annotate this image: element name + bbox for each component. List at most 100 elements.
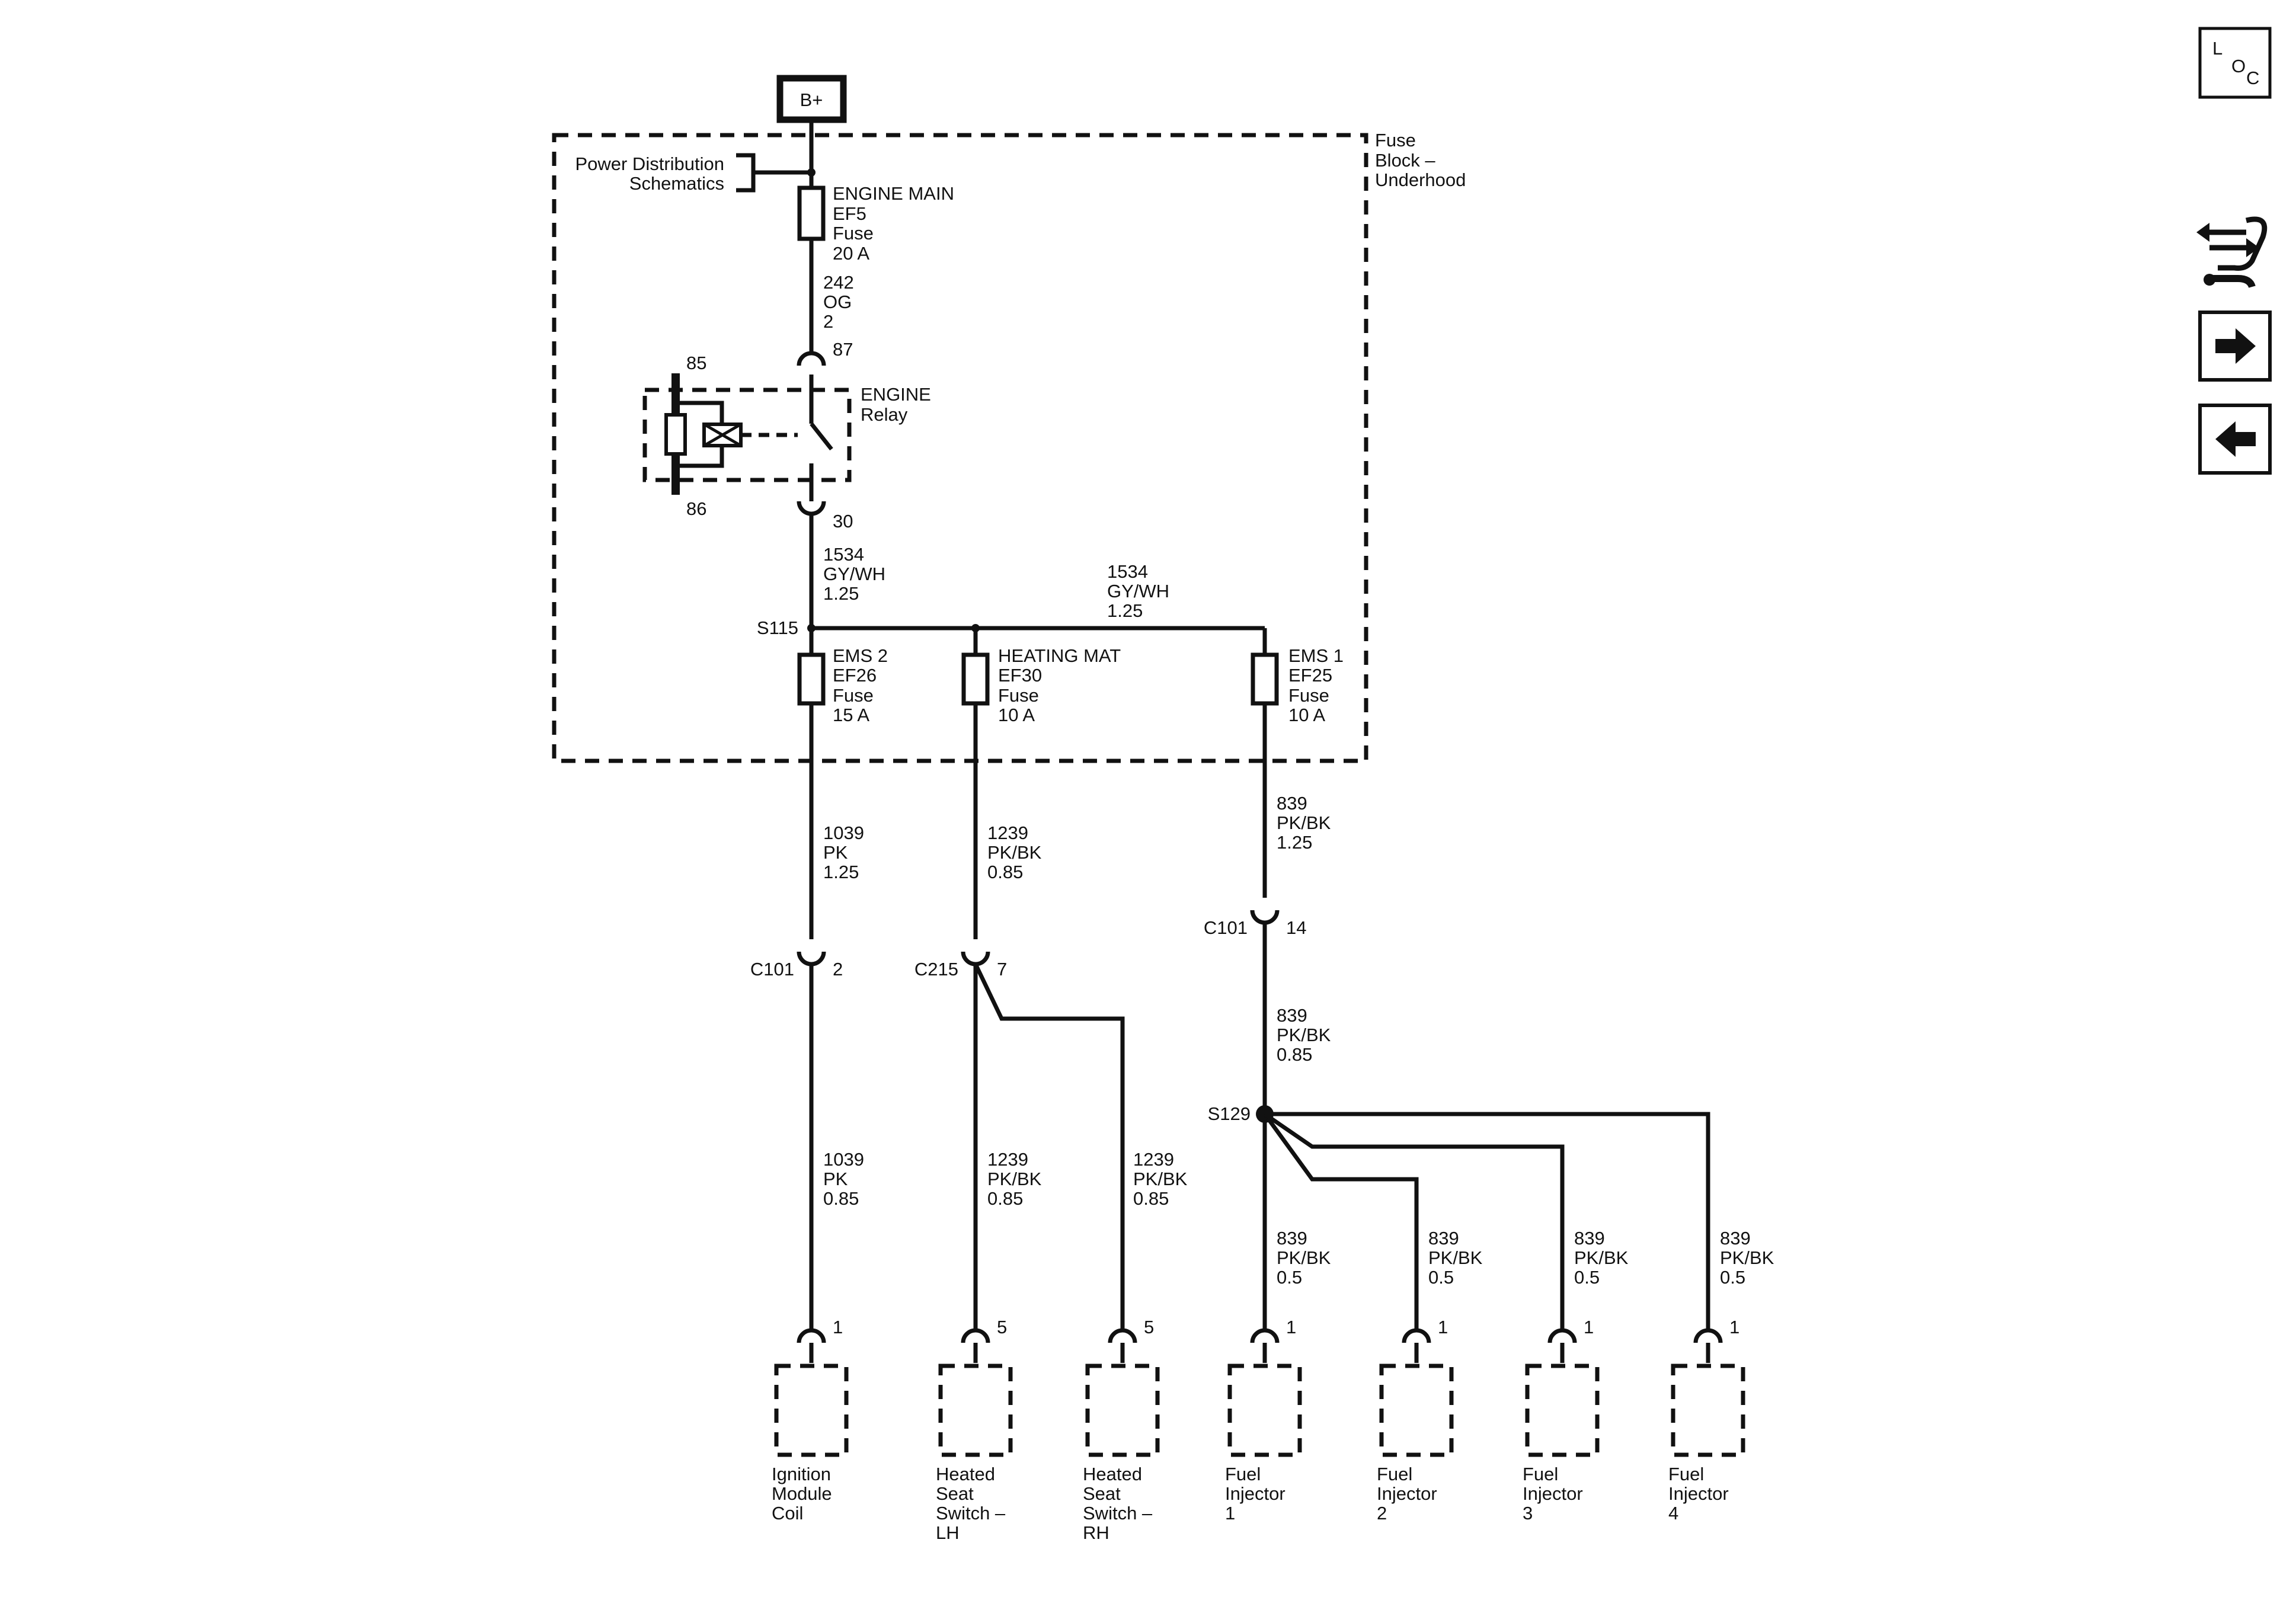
svg-text:0.5: 0.5 <box>1720 1267 1745 1288</box>
svg-text:Fuel: Fuel <box>1668 1464 1704 1484</box>
svg-text:1534: 1534 <box>1107 561 1148 582</box>
svg-text:Switch –: Switch – <box>1083 1503 1153 1524</box>
loc-letter-c: C <box>2246 68 2259 88</box>
engine-relay-boundary <box>642 388 852 482</box>
svg-text:0.5: 0.5 <box>1428 1267 1454 1288</box>
fuse-engine-main: ENGINE MAIN EF5 Fuse 20 A <box>797 183 954 264</box>
svg-text:Ignition: Ignition <box>772 1464 831 1484</box>
svg-text:839: 839 <box>1277 1005 1307 1026</box>
svg-text:1.25: 1.25 <box>823 583 859 604</box>
svg-text:5: 5 <box>1144 1317 1154 1337</box>
svg-text:Fuel: Fuel <box>1225 1464 1261 1484</box>
svg-text:Seat: Seat <box>1083 1483 1121 1504</box>
svg-text:0.85: 0.85 <box>1133 1188 1169 1209</box>
svg-text:OG: OG <box>823 292 852 312</box>
arrow-right-icon <box>2215 328 2256 364</box>
svg-text:Heated: Heated <box>936 1464 995 1484</box>
svg-text:Schematics: Schematics <box>629 173 724 194</box>
svg-text:1239: 1239 <box>987 1149 1028 1170</box>
previous-page-button[interactable] <box>2198 404 2272 475</box>
svg-text:1.25: 1.25 <box>1107 600 1143 621</box>
wire-label-1534-b: 1534 GY/WH 1.25 <box>1107 561 1169 621</box>
svg-text:Fuel: Fuel <box>1523 1464 1558 1484</box>
svg-text:PK/BK: PK/BK <box>1133 1169 1188 1189</box>
svg-text:ENGINE MAIN: ENGINE MAIN <box>833 183 954 204</box>
svg-text:1: 1 <box>1584 1317 1594 1337</box>
wire-label-1239-lh: 1239 PK/BK 0.85 <box>987 1149 1042 1209</box>
svg-text:14: 14 <box>1286 917 1306 938</box>
svg-text:C101: C101 <box>750 959 794 980</box>
svg-text:1: 1 <box>833 1317 843 1337</box>
svg-text:Seat: Seat <box>936 1483 974 1504</box>
svg-text:Fuse: Fuse <box>833 685 874 706</box>
arrow-left-icon <box>2215 421 2256 457</box>
svg-text:0.85: 0.85 <box>987 1188 1023 1209</box>
fuse-block-label: Fuse Block – Underhood <box>1375 130 1466 190</box>
svg-text:Injector: Injector <box>1668 1483 1729 1504</box>
wire-label-242: 242 OG 2 <box>823 272 854 332</box>
svg-text:HEATING MAT: HEATING MAT <box>998 645 1121 666</box>
svg-text:1039: 1039 <box>823 822 864 843</box>
svg-text:10 A: 10 A <box>998 705 1035 725</box>
svg-text:0.5: 0.5 <box>1574 1267 1600 1288</box>
svg-text:839: 839 <box>1277 793 1307 814</box>
svg-text:10 A: 10 A <box>1288 705 1325 725</box>
svg-text:20 A: 20 A <box>833 243 869 264</box>
svg-text:LH: LH <box>936 1522 960 1543</box>
svg-text:Heated: Heated <box>1083 1464 1142 1484</box>
svg-text:PK/BK: PK/BK <box>1428 1247 1483 1268</box>
svg-text:2: 2 <box>1377 1503 1387 1524</box>
battery-positive-terminal: B+ <box>776 75 847 123</box>
svg-text:Switch –: Switch – <box>936 1503 1006 1524</box>
svg-text:839: 839 <box>1720 1228 1751 1249</box>
fuel-injector-4: 1 Fuel Injector 4 <box>1668 1317 1745 1524</box>
engine-relay-label: ENGINE Relay <box>861 384 931 425</box>
loc-letter-l: L <box>2212 38 2223 59</box>
loc-button[interactable]: L O C <box>2198 27 2272 99</box>
wire-label-1534-a: 1534 GY/WH 1.25 <box>823 544 885 604</box>
wire-label-839-inj2: 839 PK/BK 0.5 <box>1428 1228 1483 1288</box>
svg-text:Fuse: Fuse <box>1375 130 1416 151</box>
svg-text:5: 5 <box>997 1317 1007 1337</box>
fuel-injector-2: 1 Fuel Injector 2 <box>1377 1317 1454 1524</box>
svg-text:EF26: EF26 <box>833 665 877 686</box>
wire-label-839-inj3: 839 PK/BK 0.5 <box>1574 1228 1629 1288</box>
relay-pin-86: 86 <box>686 498 706 519</box>
svg-text:1: 1 <box>1729 1317 1739 1337</box>
svg-text:4: 4 <box>1668 1503 1678 1524</box>
svg-text:S129: S129 <box>1208 1103 1251 1124</box>
svg-text:Block –: Block – <box>1375 150 1435 171</box>
wire-label-839-inj4: 839 PK/BK 0.5 <box>1720 1228 1774 1288</box>
next-page-button[interactable] <box>2198 311 2272 382</box>
svg-text:1239: 1239 <box>1133 1149 1174 1170</box>
wrench-diagnostic-icon[interactable] <box>2196 216 2268 289</box>
svg-text:PK/BK: PK/BK <box>987 842 1042 863</box>
svg-text:1: 1 <box>1286 1317 1296 1337</box>
svg-text:EF5: EF5 <box>833 203 866 224</box>
connector-c101-pin14: C101 14 <box>1204 910 1306 938</box>
fuel-injector-1: 1 Fuel Injector 1 <box>1225 1317 1302 1524</box>
svg-text:PK/BK: PK/BK <box>1277 1247 1331 1268</box>
svg-text:2: 2 <box>823 311 833 332</box>
engine-relay: 85 86 <box>664 353 833 519</box>
svg-text:1.25: 1.25 <box>1277 832 1312 853</box>
svg-text:PK/BK: PK/BK <box>1574 1247 1629 1268</box>
wire-label-1239-a: 1239 PK/BK 0.85 <box>987 822 1042 882</box>
heated-seat-switch-lh: 5 Heated Seat Switch – LH <box>936 1317 1013 1543</box>
wire-label-1039-b: 1039 PK 0.85 <box>823 1149 864 1209</box>
svg-text:Module: Module <box>772 1483 832 1504</box>
fuse-heating-mat: HEATING MAT EF30 Fuse 10 A <box>961 645 1121 725</box>
svg-text:Underhood: Underhood <box>1375 169 1466 190</box>
svg-text:GY/WH: GY/WH <box>1107 581 1169 601</box>
svg-text:242: 242 <box>823 272 854 293</box>
svg-text:GY/WH: GY/WH <box>823 564 885 584</box>
svg-text:PK/BK: PK/BK <box>987 1169 1042 1189</box>
svg-text:Injector: Injector <box>1523 1483 1583 1504</box>
svg-text:0.85: 0.85 <box>823 1188 859 1209</box>
ignition-module-coil: 1 Ignition Module Coil <box>772 1317 849 1524</box>
svg-text:Relay: Relay <box>861 404 908 425</box>
svg-text:PK/BK: PK/BK <box>1720 1247 1774 1268</box>
svg-text:Injector: Injector <box>1377 1483 1437 1504</box>
svg-text:PK: PK <box>823 1169 848 1189</box>
power-distribution-reference[interactable]: Power Distribution Schematics <box>575 153 816 194</box>
